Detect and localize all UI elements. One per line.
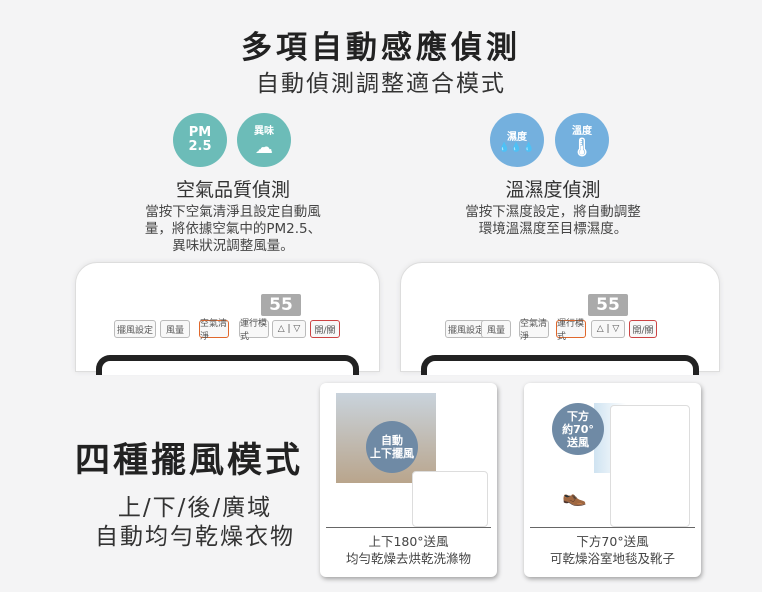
swing-card-up-down: 自動上下擺風 上下180°送風均勻乾燥去烘乾洗滌物 [320,383,497,577]
dehumidifier-image [610,405,690,527]
card-caption: 下方70°送風可乾燥浴室地毯及靴子 [549,534,675,566]
run-mode-button[interactable]: 運行模式 [239,319,269,342]
humidity-display: 55 [588,294,628,316]
power-button[interactable]: 開/關 [310,320,340,338]
page-title: 多項自動感應偵測 [241,30,521,66]
swing-line-2: 自動均勻乾燥衣物 [95,524,295,550]
humidity-display: 55 [261,294,301,316]
up-down-button[interactable]: △ | ▽ [591,320,625,338]
slippers-icon: 👞 [562,483,587,507]
fan-speed-button[interactable]: 風量 [481,320,511,338]
humidity-icon: 濕度💧💧💧 [490,113,544,167]
pm25-label: PM 2.5 [188,125,212,154]
air-purify-button[interactable]: 空氣清淨 [199,319,229,342]
air-purify-button[interactable]: 空氣清淨 [519,319,549,342]
card-caption: 上下180°送風均勻乾燥去烘乾洗滌物 [345,534,471,566]
control-panel-left: 擺風設定 風量 空氣清淨 運行模式 55 △ | ▽ 開/關 [75,262,380,375]
swing-setting-button[interactable]: 擺風設定 [114,320,156,338]
run-mode-button[interactable]: 運行模式 [556,319,586,342]
swing-line-1: 上/下/後/廣域 [117,495,273,521]
humidity-label: 濕度 [507,131,527,143]
fan-speed-button[interactable]: 風量 [160,320,190,338]
temp-humidity-desc: 當按下濕度設定，將自動調整環境溫濕度至目標濕度。 [465,204,641,237]
auto-swing-bubble: 自動上下擺風 [366,421,418,473]
up-down-button[interactable]: △ | ▽ [272,320,306,338]
swing-title: 四種擺風模式 [75,441,304,481]
temperature-icon: 溫度🌡 [555,113,609,167]
temp-humidity-title: 溫濕度偵測 [505,179,601,201]
dehumidifier-image [412,471,488,527]
page-subtitle: 自動偵測調整適合模式 [256,71,506,97]
swing-card-down: 👞 下方約70°送風 下方70°送風可乾燥浴室地毯及靴子 [524,383,701,577]
pm25-icon: PM 2.5 [173,113,227,167]
temperature-label: 溫度 [572,126,592,137]
air-quality-desc: 當按下空氣清淨且設定自動風量，將依據空氣中的PM2.5、異味狀況調整風量。 [144,204,322,254]
vent-grille [421,355,699,375]
power-button[interactable]: 開/關 [629,320,657,338]
odor-label: 異味 [254,126,274,137]
vent-grille [96,355,359,375]
odor-icon: 異味☁ [237,113,291,167]
control-panel-right: 擺風設定 風量 空氣清淨 運行模式 55 △ | ▽ 開/關 [400,262,720,375]
down-70-bubble: 下方約70°送風 [552,403,604,455]
air-quality-title: 空氣品質偵測 [175,179,290,201]
